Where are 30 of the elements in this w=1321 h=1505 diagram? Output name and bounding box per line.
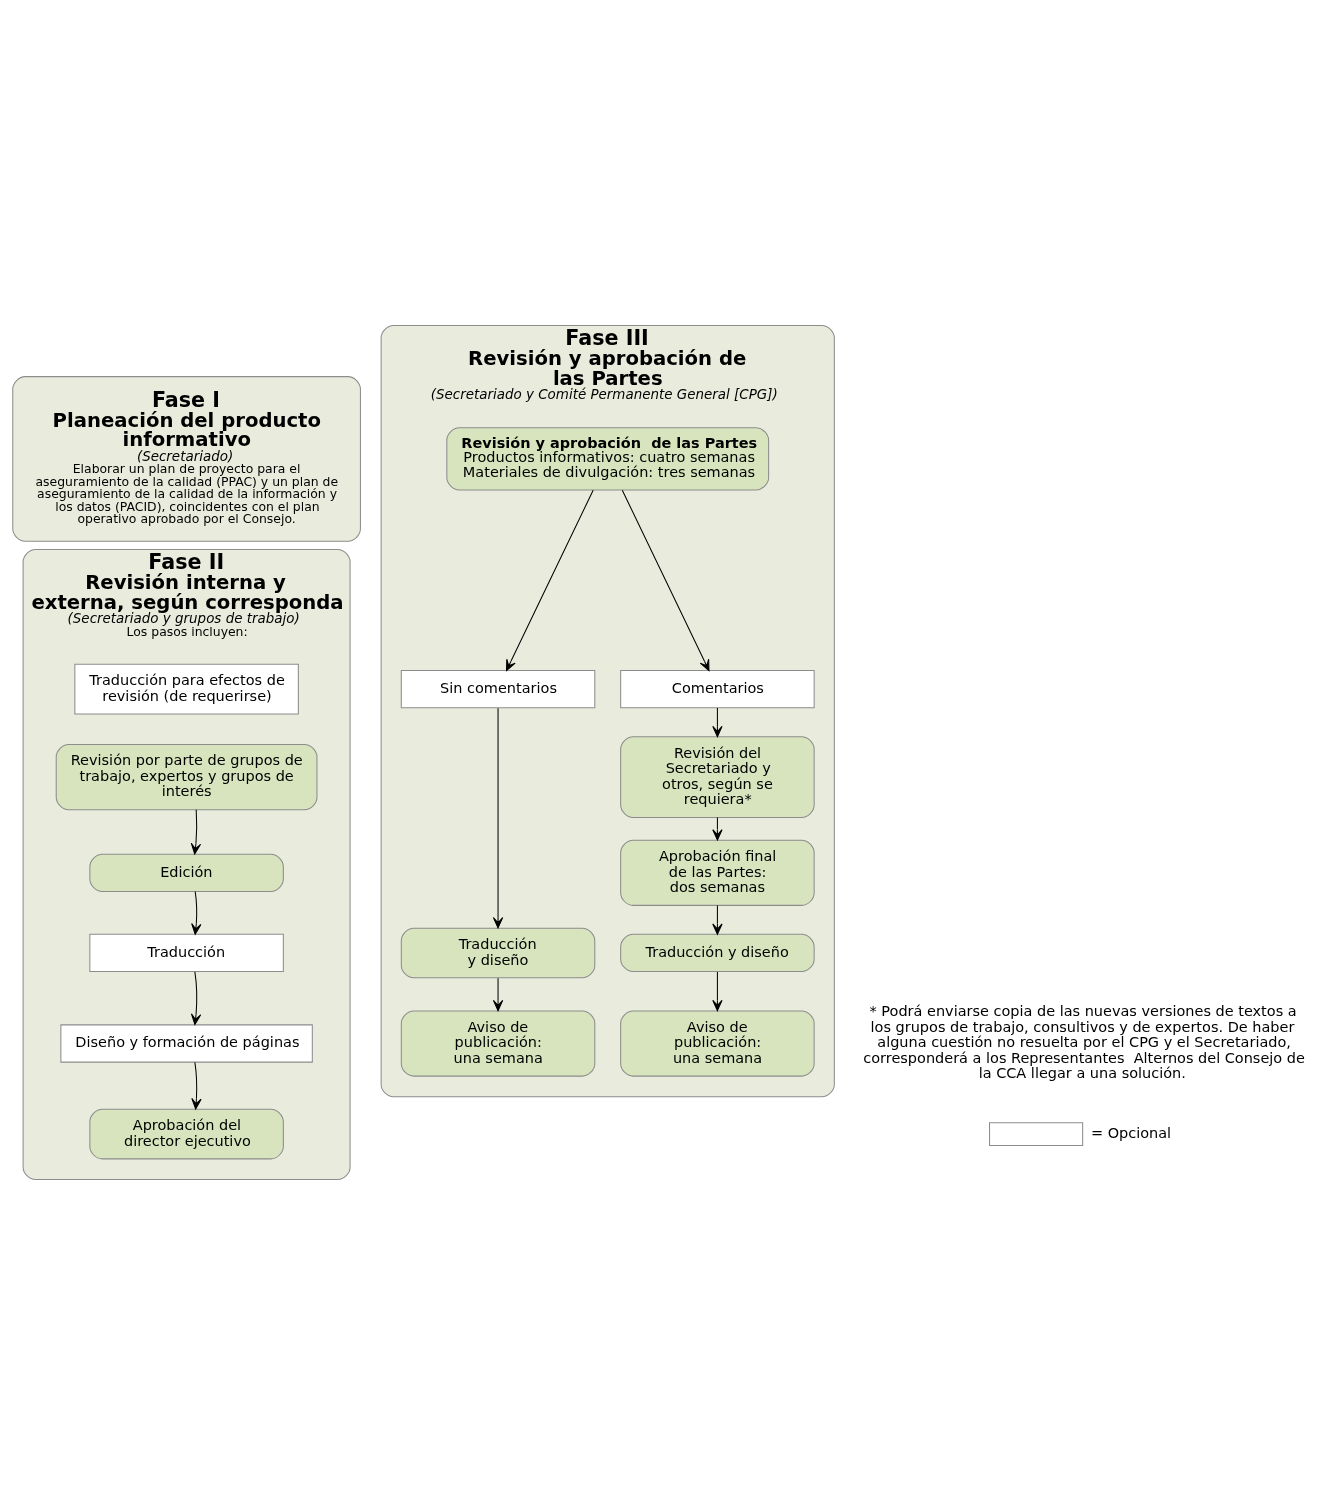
node-box: Traducción y diseño bbox=[620, 933, 815, 973]
node-box: Diseño y formación de páginas bbox=[60, 1024, 313, 1063]
arrow bbox=[190, 971, 202, 1026]
arrow bbox=[492, 977, 504, 1012]
arrow bbox=[492, 707, 504, 929]
arrow bbox=[712, 905, 723, 935]
node-box: Revisión del Secretariado y otros, según se requiera* bbox=[620, 736, 815, 818]
node-box: Aprobación final de las Partes: dos semanas bbox=[620, 839, 815, 906]
node-box: Edición bbox=[89, 853, 284, 892]
arrow bbox=[712, 707, 723, 738]
node-box: Revisión por parte de grupos de trabajo, expertos y grupos de interés bbox=[55, 743, 318, 811]
arrow bbox=[712, 971, 723, 1012]
node-box: Aviso de publicación: una semana bbox=[620, 1010, 815, 1077]
node-box: Sin comentarios bbox=[400, 670, 596, 709]
arrow bbox=[712, 817, 723, 841]
node-box: Traducción y diseño bbox=[400, 927, 596, 979]
node-box: Comentarios bbox=[620, 670, 815, 709]
arrow bbox=[621, 489, 710, 671]
label: * Podrá enviarse copia de las nuevas versiones de textos a los grupos de trabajo, consultivos y de expertos. De haber alguna cuestión no resuelta por el CPG y el Secretariado, corresponderá a los Representantes Alternos del Consejo de la CCA llegar a una solución. bbox=[863, 1003, 1305, 1082]
arrow bbox=[191, 1061, 202, 1110]
legend-label: = Opcional bbox=[1090, 1124, 1172, 1141]
node-box: Traducción bbox=[89, 933, 284, 973]
node-box: Aprobación del director ejecutivo bbox=[89, 1108, 284, 1160]
node-box: Revisión y aprobación de las Partes Productos informativos: cuatro semanas Materiales de divulgación: tres semanas bbox=[446, 427, 770, 491]
arrow bbox=[506, 489, 594, 671]
node-box: Fase I Planeación del producto informativo (Secretariado) Elaborar un plan de proyecto para el aseguramiento de la calidad (PPAC) y un plan de aseguramiento de la calidad de la información y los datos (PACID), coincidentes con el plan operativo aprobado por el Consejo. bbox=[12, 376, 361, 542]
node-box: Aviso de publicación: una semana bbox=[400, 1010, 596, 1077]
node-box: Traducción para efectos de revisión (de requerirse) bbox=[74, 663, 299, 715]
arrow bbox=[190, 809, 202, 855]
arrow bbox=[191, 891, 202, 935]
